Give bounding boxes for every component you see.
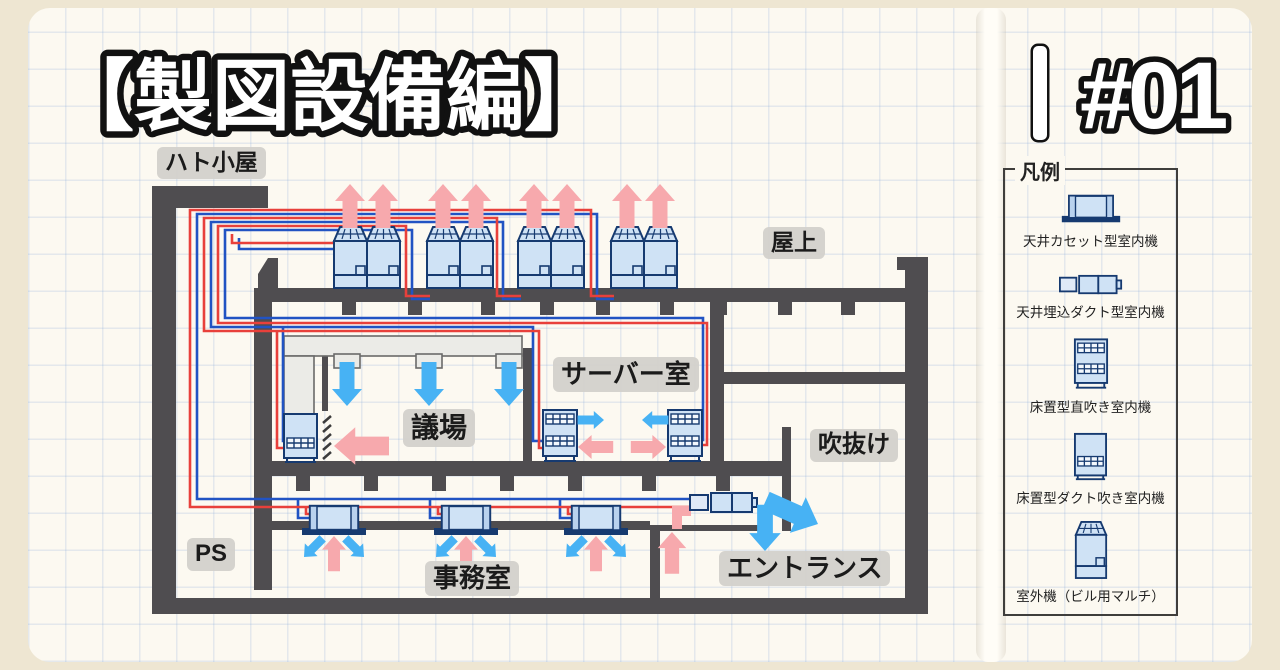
floor-direct-unit: [542, 409, 578, 462]
legend-item: 天井カセット型室内機: [1023, 194, 1158, 250]
ceiling-duct-unit: [689, 492, 758, 513]
label-hato-koya: ハト小屋: [157, 147, 266, 179]
label-gijo: 議場: [403, 409, 476, 447]
ceiling-supply-duct: [283, 335, 523, 415]
outdoor-unit: [550, 226, 585, 289]
legend-item-label: 天井埋込ダクト型室内機: [1016, 305, 1165, 320]
outdoor-unit: [426, 226, 461, 289]
floor-direct-unit: [667, 409, 703, 462]
outdoor-unit: [333, 226, 368, 289]
ceiling-cassette-unit: [300, 504, 368, 537]
separator-bar: [1030, 43, 1050, 143]
return-louver-hatch: [322, 415, 332, 460]
legend-item: 床置型ダクト吹き室内機: [1016, 432, 1165, 507]
legend-title: 凡例: [1015, 156, 1065, 185]
legend-item-label: 室外機（ビル用マルチ）: [1016, 589, 1165, 604]
label-okujo: 屋上: [763, 227, 825, 259]
ceiling-duct-unit-icon: [1058, 274, 1122, 295]
label-entrance: エントランス: [719, 551, 891, 587]
legend-item: 床置型直吹き室内機: [1029, 337, 1152, 416]
floor-duct-unit: [283, 413, 318, 463]
floor-direct-unit-icon: [1073, 338, 1108, 389]
header: 【製図設備編】 #01: [50, 38, 1238, 155]
label-jimushitsu: 事務室: [425, 561, 520, 597]
legend-item: 天井埋込ダクト型室内機: [1016, 274, 1165, 321]
refrigerant-pipes-blue: [195, 212, 705, 520]
ceiling-cassette-unit: [432, 504, 500, 537]
outdoor-unit: [610, 226, 645, 289]
floor-duct-unit-icon: [1073, 432, 1108, 481]
legend-item: 室外機（ビル用マルチ）: [1016, 520, 1165, 605]
label-ps: PS: [187, 538, 236, 571]
page-fold: [976, 8, 1006, 662]
outdoor-units: [333, 226, 678, 289]
return-air-duct: [672, 506, 691, 529]
outdoor-unit: [517, 226, 552, 289]
ceiling-cassette-unit: [562, 504, 630, 537]
legend-panel: 凡例 天井カセット型室内機 天井埋込ダクト型室内機 床置型直吹き室内機 床置型ダ…: [1003, 156, 1178, 616]
legend-item-label: 床置型直吹き室内機: [1029, 400, 1152, 415]
ceiling-cassette-unit-icon: [1060, 194, 1121, 224]
outdoor-unit: [459, 226, 494, 289]
label-fukinuke: 吹抜け: [810, 429, 898, 462]
legend-item-label: 床置型ダクト吹き室内機: [1016, 491, 1165, 506]
outdoor-unit: [643, 226, 678, 289]
outdoor-unit-icon: [1074, 521, 1107, 579]
outdoor-unit: [366, 226, 401, 289]
issue-number: #01: [1080, 43, 1227, 149]
legend-item-label: 天井カセット型室内機: [1023, 234, 1158, 249]
page-title: 【製図設備編】: [56, 52, 602, 140]
label-server-room: サーバー室: [553, 357, 699, 393]
